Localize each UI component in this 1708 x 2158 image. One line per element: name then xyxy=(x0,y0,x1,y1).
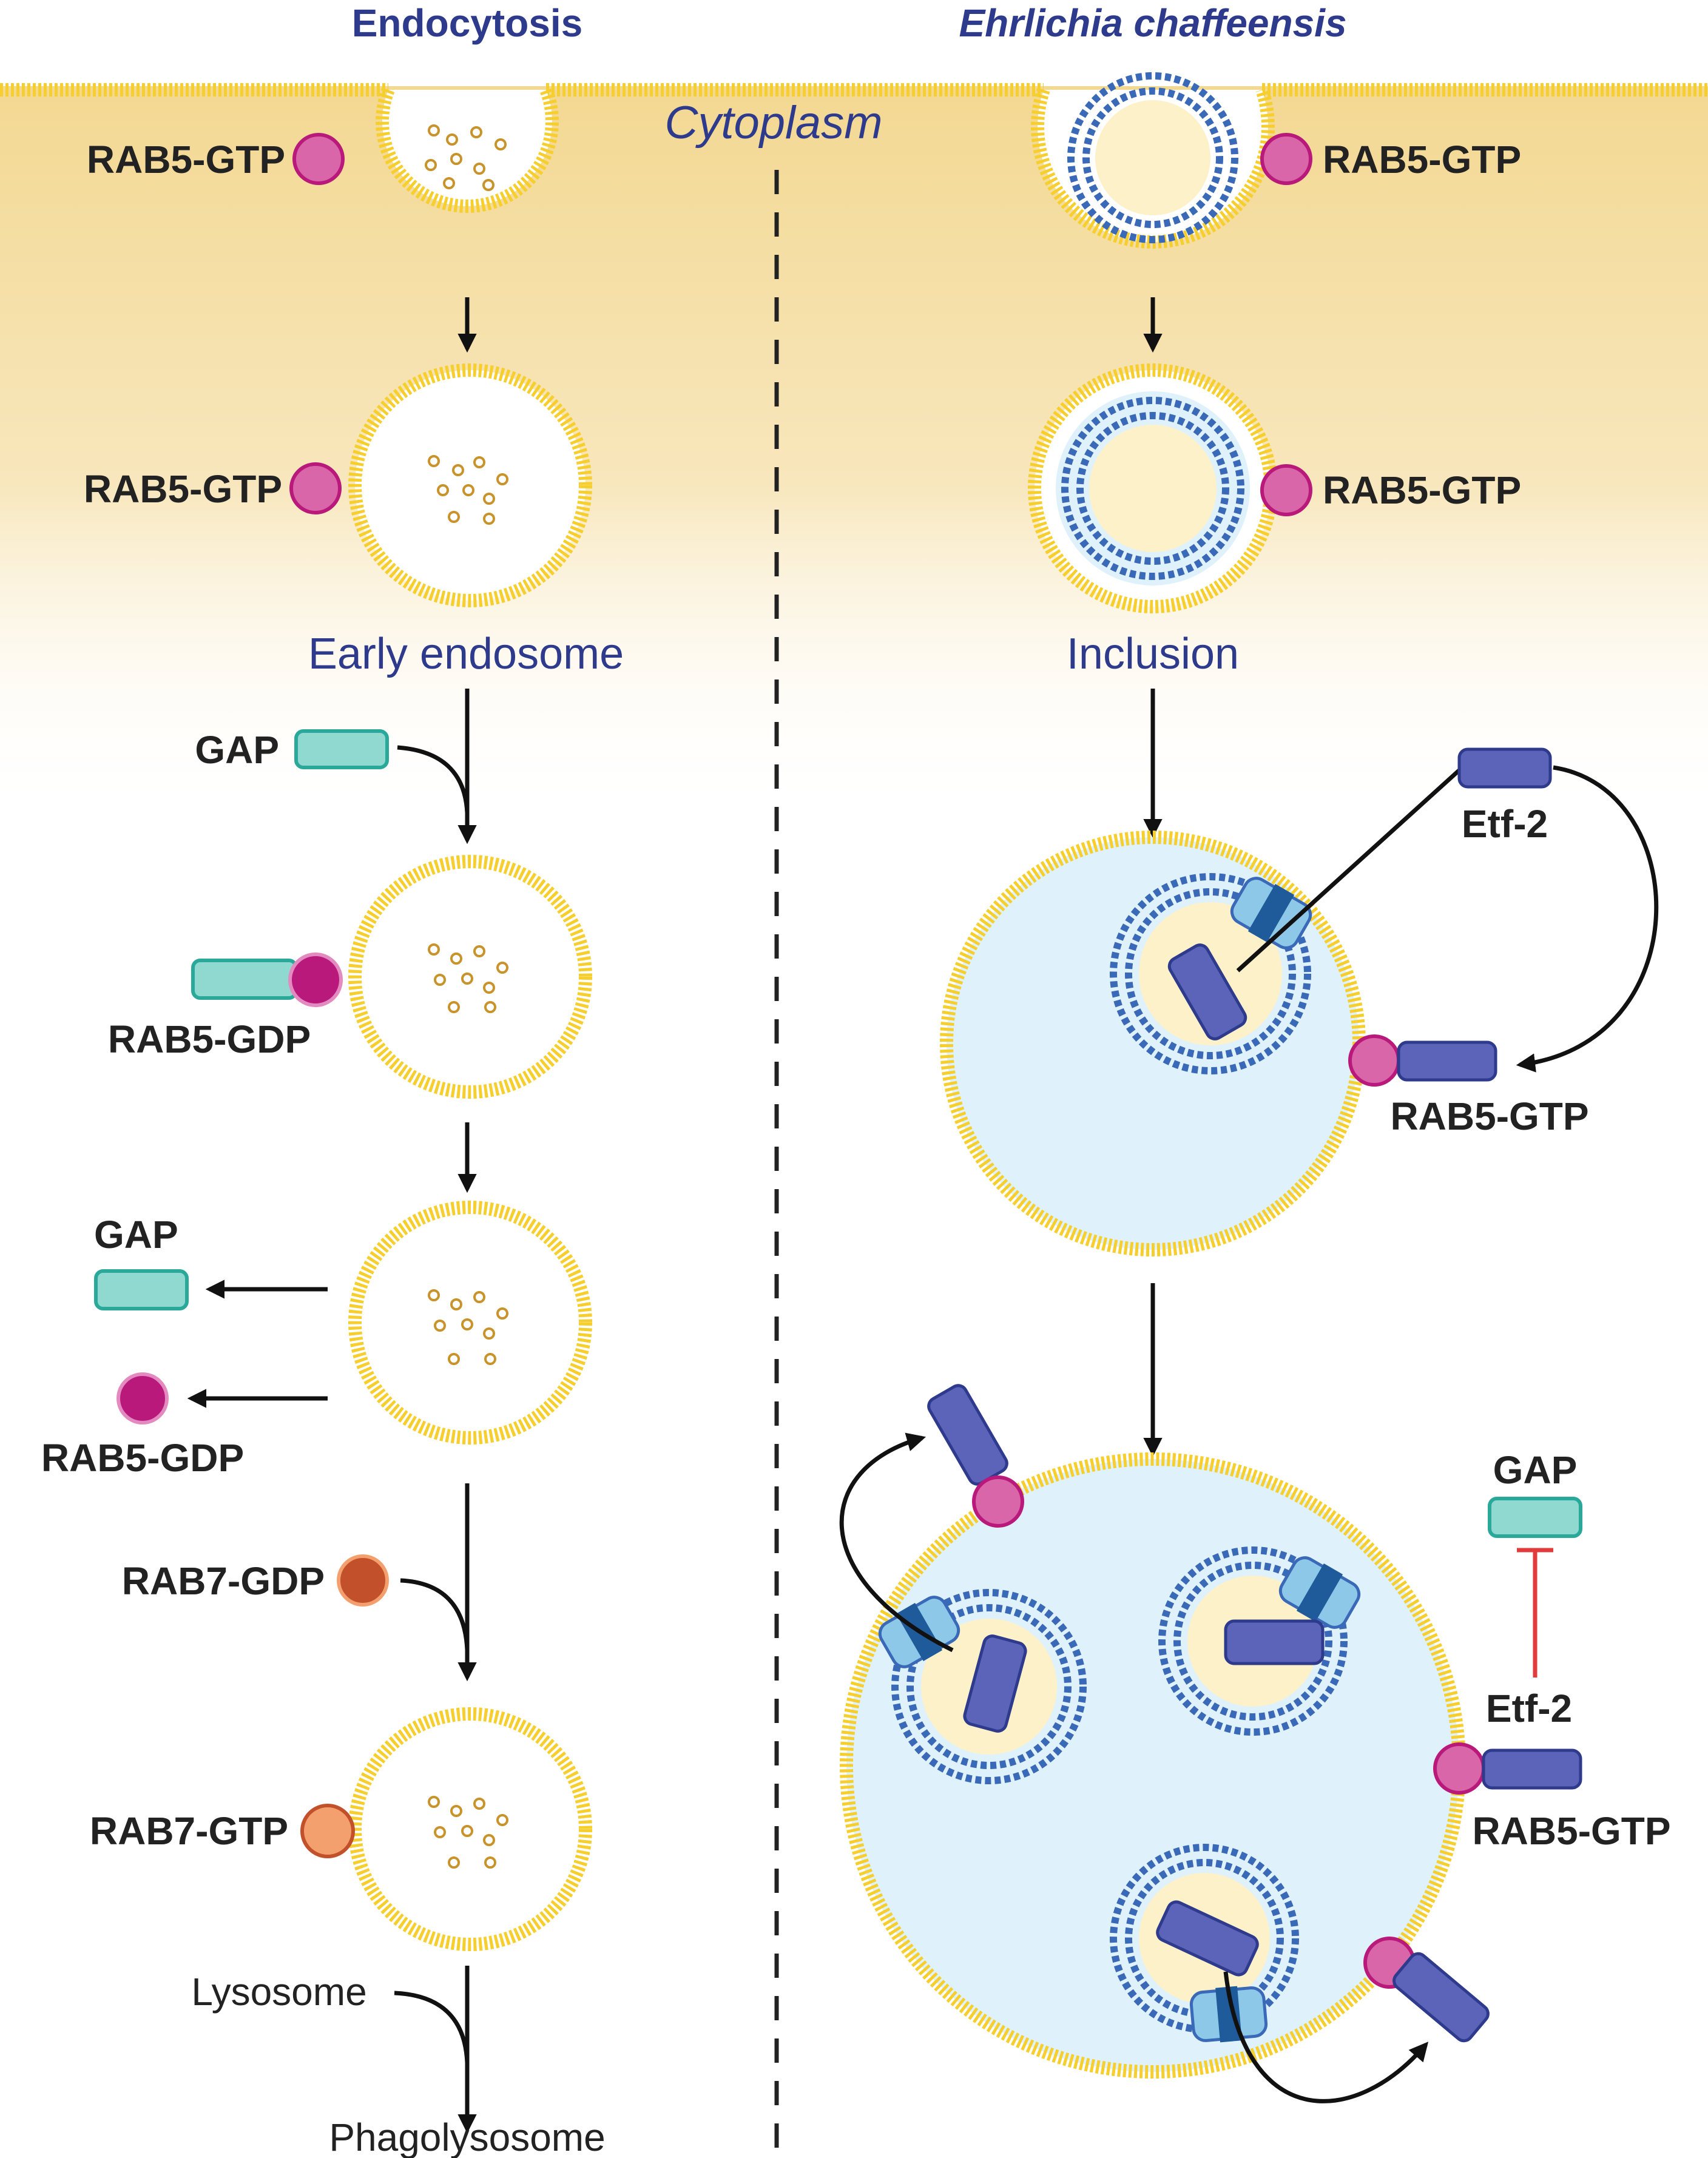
rab5-gdp-marker xyxy=(116,1372,169,1425)
etf2-protein xyxy=(963,1634,1027,1733)
gap-protein xyxy=(1488,1497,1582,1538)
rab5-gdp-marker xyxy=(288,953,343,1007)
rab5-gtp-marker xyxy=(1433,1742,1485,1795)
etf2-protein xyxy=(1457,747,1552,789)
label-early-endosome: Early endosome xyxy=(308,630,624,678)
rab5-gtp-marker xyxy=(1260,133,1312,185)
mature-inclusion xyxy=(840,1452,1466,2079)
rab7-gdp-marker xyxy=(337,1554,389,1607)
gap-protein xyxy=(94,1269,189,1310)
etf2-protein xyxy=(1167,943,1247,1040)
etf2-protein xyxy=(1397,1040,1497,1082)
endocytic-pit xyxy=(376,87,559,213)
label-rab5-gdp: RAB5-GDP xyxy=(41,1436,244,1480)
etf2-protein xyxy=(1392,1952,1490,2043)
secretion-system xyxy=(1189,1986,1268,2043)
header-endocytosis: Endocytosis xyxy=(352,1,583,45)
late-endosome xyxy=(348,1707,592,1951)
bacterium xyxy=(1056,391,1250,585)
label-rab7-gtp: RAB7-GTP xyxy=(90,1809,288,1853)
rab5-gtp-marker xyxy=(1260,464,1312,516)
label-phagolysosome: Phagolysosome xyxy=(329,2116,605,2158)
label-rab5-gdp: RAB5-GDP xyxy=(108,1017,311,1061)
rab5-gtp-marker xyxy=(289,462,342,514)
extracellular-space xyxy=(0,0,1708,86)
label-cytoplasm: Cytoplasm xyxy=(665,97,883,149)
label-rab5-gtp: RAB5-GTP xyxy=(1323,138,1521,181)
label-gap: GAP xyxy=(94,1213,178,1256)
label-inclusion: Inclusion xyxy=(1067,630,1239,678)
label-etf2: Etf-2 xyxy=(1462,802,1548,846)
label-rab5-gtp: RAB5-GTP xyxy=(1323,468,1521,512)
rab7-gtp-marker xyxy=(300,1804,355,1858)
header-ehrlichia: Ehrlichia chaffeensis xyxy=(959,1,1346,45)
rab5-gtp-marker xyxy=(292,133,345,185)
curved-arrow xyxy=(394,1991,470,2063)
curved-arrow xyxy=(1236,766,1464,973)
cargo-particles xyxy=(425,124,507,191)
cargo-particles xyxy=(428,1289,508,1365)
rab5-gtp-marker xyxy=(1348,1034,1400,1087)
endosome-releasing xyxy=(348,1201,592,1445)
curved-arrow xyxy=(839,1432,954,1653)
etf2-protein xyxy=(1224,1619,1325,1665)
cytoplasm-background xyxy=(0,85,1708,813)
cargo-particles xyxy=(428,1796,508,1869)
gap-protein xyxy=(294,729,389,769)
rab5-gtp-marker xyxy=(972,1475,1024,1528)
label-rab5-gtp: RAB5-GTP xyxy=(84,467,282,511)
curved-arrow xyxy=(397,745,470,814)
label-gap: GAP xyxy=(195,728,279,772)
label-lysosome: Lysosome xyxy=(191,1970,366,2014)
cargo-particles xyxy=(428,455,508,525)
secretion-system xyxy=(1230,877,1312,949)
label-rab7-gdp: RAB7-GDP xyxy=(122,1559,325,1603)
endosome-gap-bound xyxy=(348,855,592,1099)
secretion-system xyxy=(1278,1556,1361,1629)
label-rab5-gtp: RAB5-GTP xyxy=(1472,1809,1670,1853)
bacterium xyxy=(1067,72,1238,243)
curved-arrow xyxy=(1223,1971,1429,2103)
cargo-particles xyxy=(428,943,508,1013)
label-etf2: Etf-2 xyxy=(1486,1687,1572,1730)
etf2-protein xyxy=(927,1384,1008,1486)
etf2-protein xyxy=(1482,1748,1582,1790)
label-rab5-gtp: RAB5-GTP xyxy=(87,138,285,181)
curved-arrow xyxy=(400,1578,470,1651)
label-gap: GAP xyxy=(1493,1448,1578,1492)
label-rab5-gtp: RAB5-GTP xyxy=(1390,1094,1588,1138)
etf2-protein xyxy=(1156,1900,1259,1977)
curved-arrow xyxy=(1516,765,1659,1073)
gap-protein xyxy=(191,959,298,1000)
